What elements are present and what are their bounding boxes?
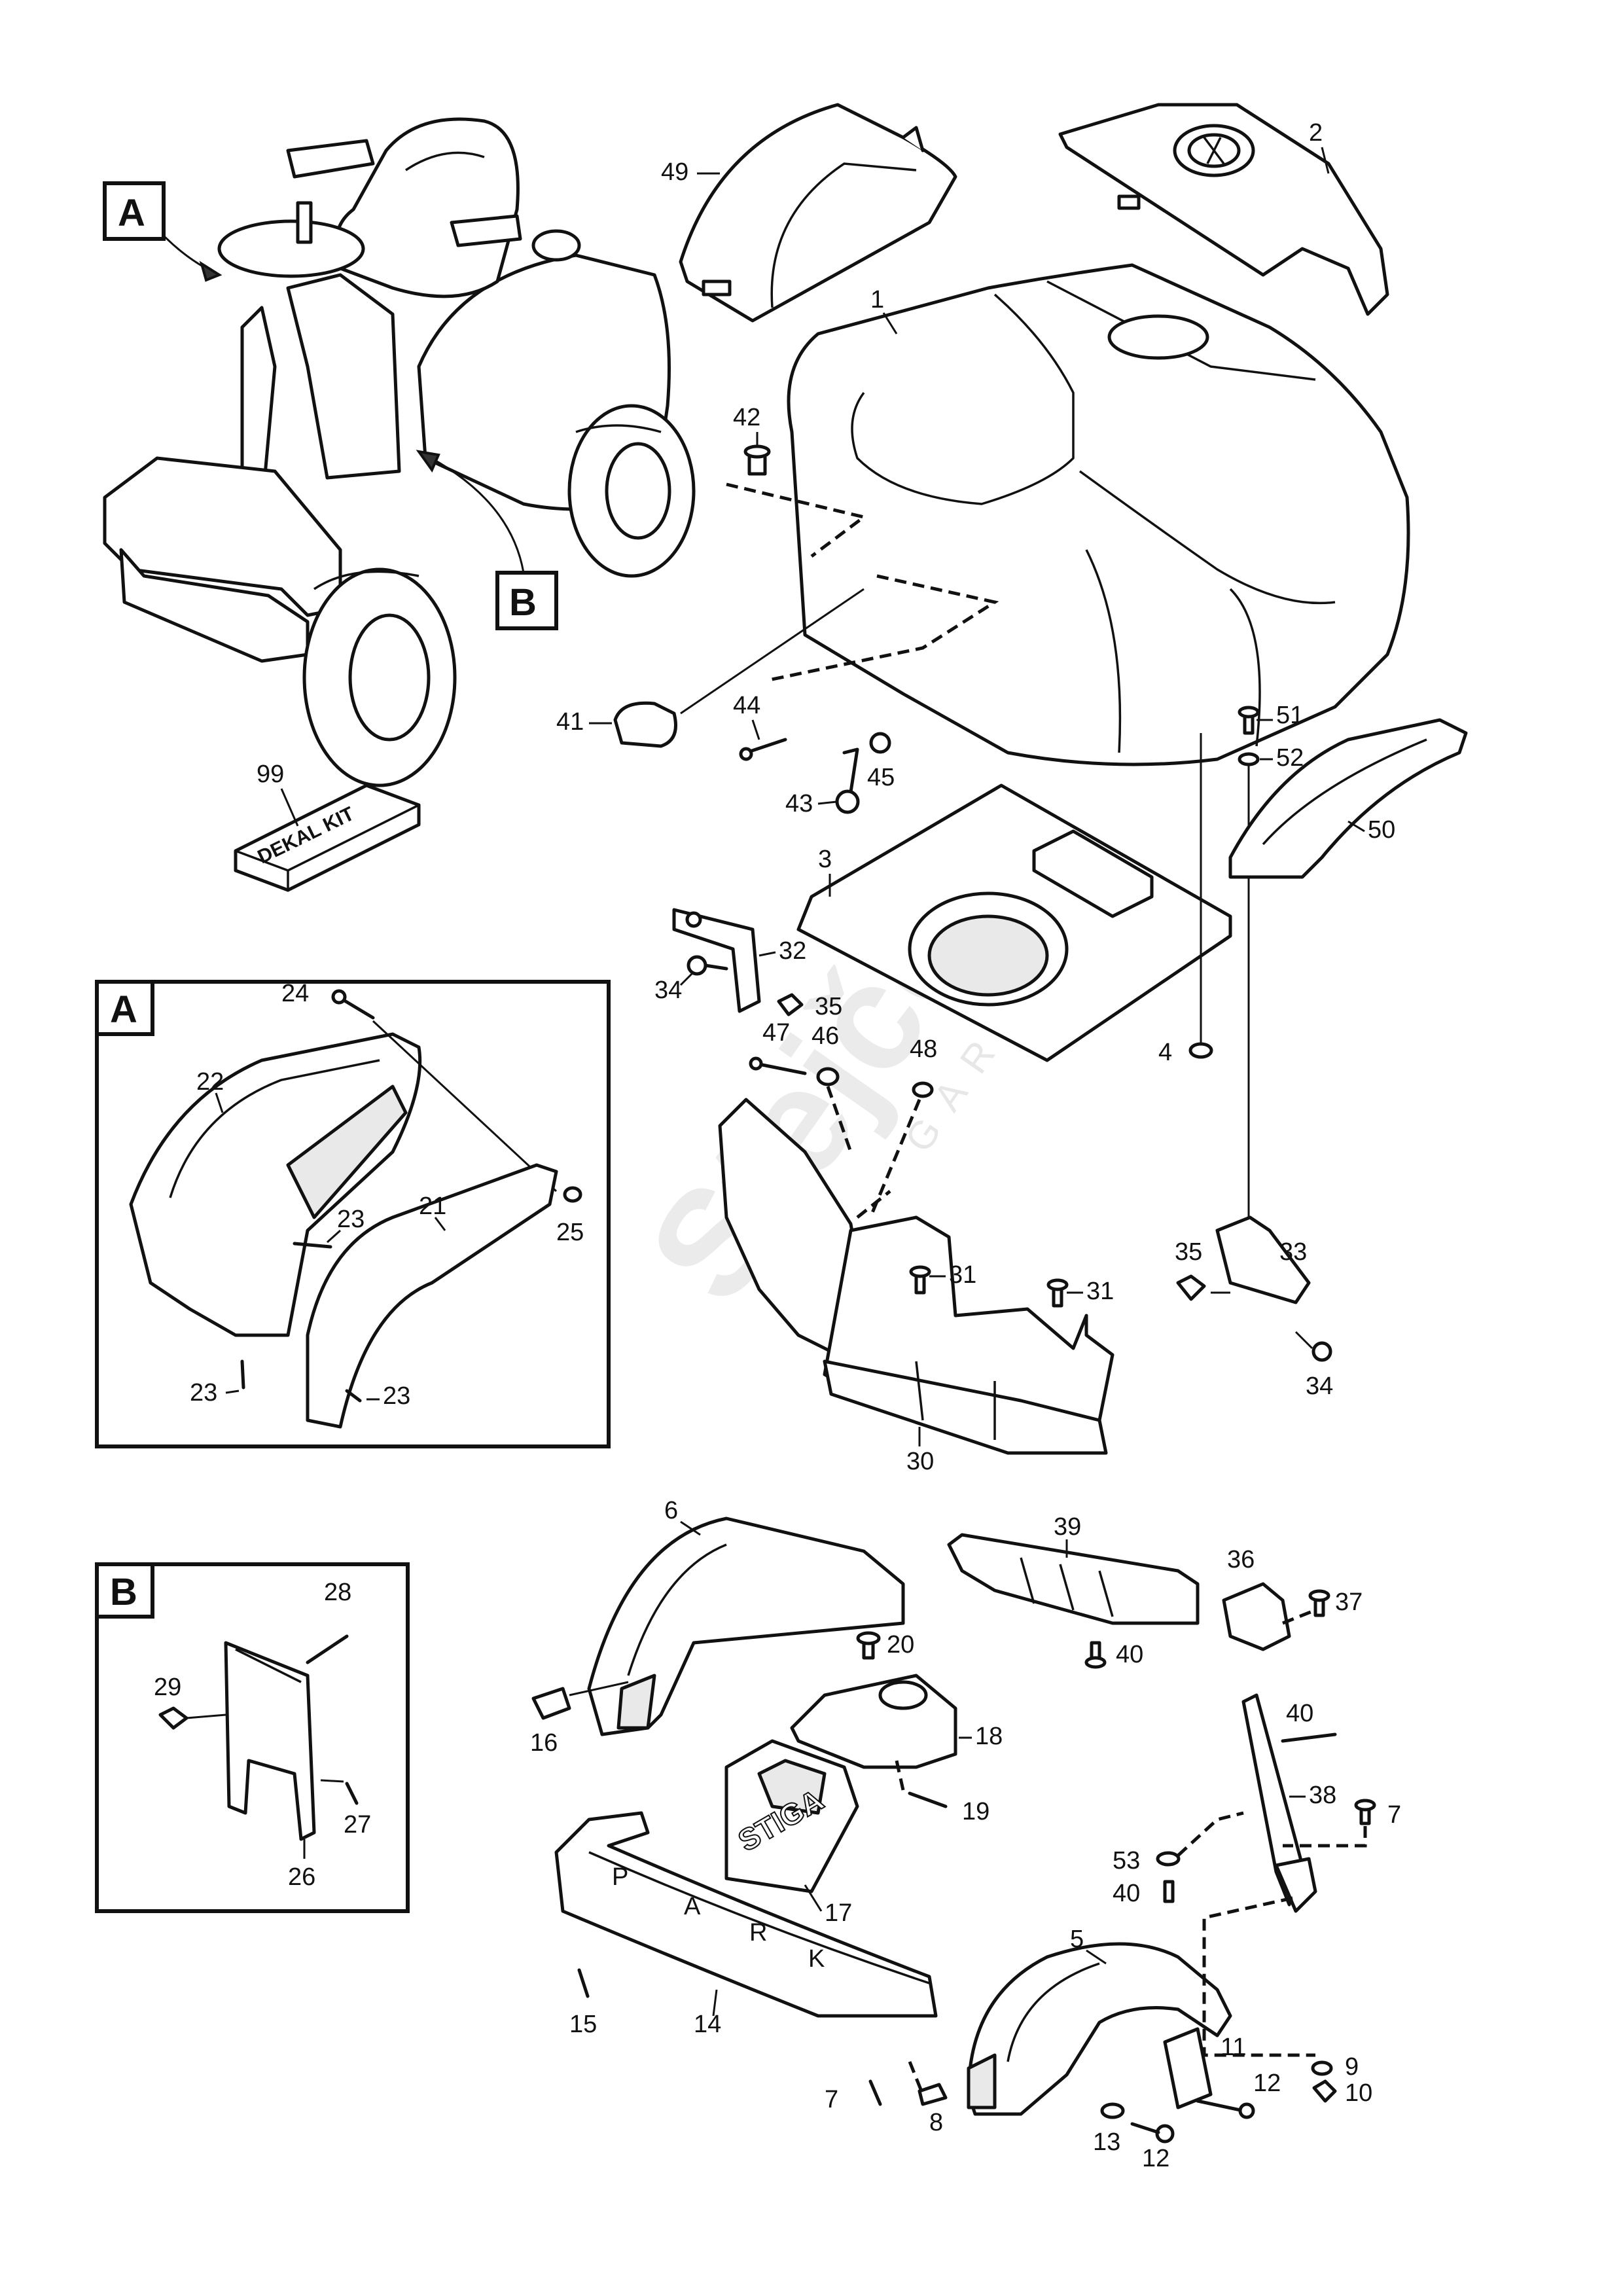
- dash-fasteners: 47 46 48 31 31: [749, 1019, 1114, 1308]
- label-15: 15: [569, 2011, 597, 2038]
- label-31b: 31: [1086, 1278, 1114, 1305]
- part-50-group: 51 52 50: [1228, 702, 1468, 1217]
- label-9: 9: [1345, 2053, 1359, 2081]
- part-38-group: 40 38 7 53 40 9 10: [1113, 1693, 1401, 2107]
- inset-a: A 22 24 21 25 23 23 23: [95, 980, 611, 1448]
- label-43: 43: [785, 790, 813, 817]
- label-14: 14: [694, 2011, 721, 2038]
- callout-a-overview: A: [103, 181, 223, 282]
- label-5: 5: [1070, 1926, 1084, 1953]
- label-50: 50: [1368, 816, 1395, 844]
- inset-b: B 28 29 27 26: [95, 1562, 410, 1913]
- part-3-plate: 3: [796, 783, 1232, 1062]
- label-12b: 12: [1142, 2145, 1169, 2172]
- label-34b: 34: [1306, 1372, 1333, 1400]
- inset-a-letter: A: [110, 988, 137, 1031]
- label-44: 44: [733, 692, 760, 719]
- part-17-panel: STIGA 17: [724, 1739, 859, 1927]
- label-29: 29: [154, 1674, 181, 1701]
- label-24: 24: [281, 980, 309, 1007]
- label-13: 13: [1093, 2128, 1120, 2156]
- label-42: 42: [733, 404, 760, 431]
- bumper-letter-4: K: [808, 1945, 825, 1973]
- label-23a: 23: [337, 1206, 365, 1233]
- label-39: 39: [1054, 1513, 1081, 1541]
- label-40a: 40: [1116, 1641, 1143, 1668]
- label-12a: 12: [1253, 2070, 1281, 2097]
- label-45: 45: [867, 764, 895, 791]
- label-40b: 40: [1286, 1700, 1313, 1727]
- label-40c: 40: [1113, 1880, 1140, 1907]
- label-51: 51: [1276, 702, 1304, 729]
- label-48: 48: [910, 1035, 937, 1063]
- label-17: 17: [825, 1899, 852, 1927]
- label-23b: 23: [190, 1379, 217, 1407]
- label-1: 1: [870, 286, 884, 314]
- part-4: 4: [1158, 733, 1213, 1066]
- part-6-fender: 6 16: [530, 1497, 905, 1757]
- bumper-letter-2: A: [684, 1893, 701, 1920]
- label-32: 32: [779, 937, 806, 965]
- label-2: 2: [1309, 119, 1323, 147]
- label-37: 37: [1335, 1588, 1363, 1616]
- label-19: 19: [962, 1798, 990, 1825]
- part-11-group: 11 12 13 12: [1093, 2027, 1281, 2172]
- part-5-fender: 5: [967, 1926, 1232, 2116]
- tractor-overview: [103, 117, 696, 787]
- part-32-bracket: 32 34 35: [654, 908, 842, 1020]
- label-30: 30: [906, 1448, 934, 1475]
- inset-b-letter: B: [110, 1571, 137, 1613]
- label-35a: 35: [815, 993, 842, 1020]
- part-14-bumper: P A R K 14 15 7 8: [554, 1811, 948, 2136]
- label-41: 41: [556, 708, 584, 736]
- bumper-lettering: P A R K: [612, 1863, 825, 1973]
- label-36: 36: [1227, 1546, 1255, 1573]
- part-49: 49: [661, 103, 957, 323]
- callout-b-letter: B: [509, 581, 537, 624]
- label-27: 27: [344, 1811, 371, 1839]
- callout-a-letter: A: [118, 192, 145, 234]
- label-7b: 7: [825, 2086, 838, 2113]
- label-7a: 7: [1387, 1801, 1401, 1829]
- label-8: 8: [929, 2109, 943, 2136]
- label-52: 52: [1276, 744, 1304, 772]
- label-38: 38: [1309, 1782, 1336, 1809]
- part-18-group: 20 18 19: [790, 1631, 1003, 1825]
- label-11: 11: [1221, 2034, 1246, 2061]
- label-99: 99: [257, 761, 284, 788]
- bumper-letter-3: R: [749, 1919, 767, 1946]
- label-21: 21: [419, 1193, 446, 1220]
- part-33-bracket: 33 35 34: [1175, 1215, 1333, 1400]
- label-22: 22: [196, 1068, 224, 1096]
- hood-fasteners: 42 41 44 45 43: [556, 404, 999, 817]
- label-28: 28: [324, 1579, 351, 1606]
- label-53: 53: [1113, 1847, 1140, 1874]
- part-2: 2: [1058, 103, 1389, 316]
- label-4: 4: [1158, 1039, 1172, 1066]
- label-33: 33: [1279, 1238, 1307, 1266]
- part-30-dash: 30: [718, 1098, 1115, 1475]
- label-18: 18: [975, 1723, 1003, 1750]
- label-47: 47: [762, 1019, 790, 1047]
- label-34a: 34: [654, 977, 682, 1004]
- label-49: 49: [661, 158, 688, 186]
- label-26: 26: [288, 1863, 315, 1891]
- label-10: 10: [1345, 2079, 1372, 2107]
- label-25: 25: [556, 1219, 584, 1246]
- bumper-letter-1: P: [612, 1863, 628, 1891]
- label-23c: 23: [383, 1382, 410, 1410]
- label-16: 16: [530, 1729, 558, 1757]
- part-1-hood: 1: [787, 263, 1410, 766]
- label-3: 3: [818, 846, 832, 873]
- label-35b: 35: [1175, 1238, 1202, 1266]
- label-20: 20: [887, 1631, 914, 1659]
- callout-b-overview: B: [416, 450, 558, 630]
- label-6: 6: [664, 1497, 678, 1524]
- label-46: 46: [812, 1022, 839, 1050]
- part-39-group: 39 40 36 37: [947, 1513, 1363, 1669]
- label-31a: 31: [949, 1261, 976, 1289]
